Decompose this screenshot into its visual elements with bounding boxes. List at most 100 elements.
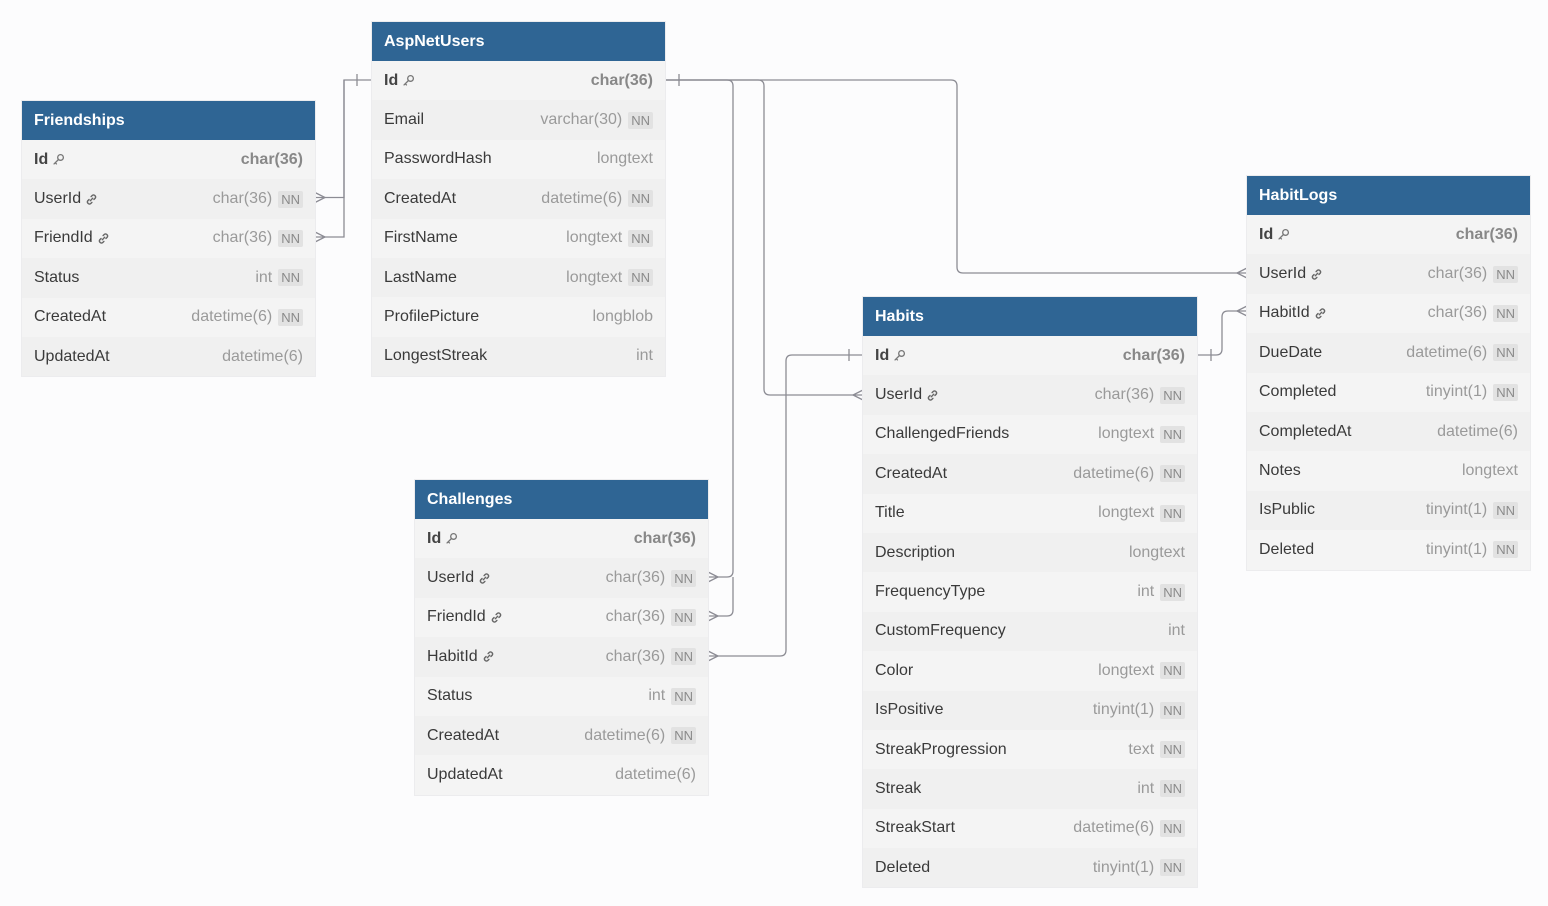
many-marker [707, 571, 720, 583]
field-name: DueDate [1259, 343, 1323, 361]
not-null-badge: NN [628, 269, 653, 287]
field-type-cell: char(36)NN [606, 569, 696, 587]
field-type-cell: char(36)NN [606, 648, 696, 666]
table-title[interactable]: HabitLogs [1247, 176, 1530, 215]
field-name-cell: HabitId [1259, 304, 1327, 322]
field-type: tinyint(1) [1092, 701, 1155, 719]
field-name: HabitId [427, 647, 478, 665]
field-row[interactable]: PasswordHash longtext [372, 140, 665, 179]
field-row[interactable]: UserId char(36)NN [22, 179, 315, 219]
field-name: CustomFrequency [875, 622, 1006, 640]
field-type: char(36) [1122, 346, 1185, 364]
field-name: CompletedAt [1259, 422, 1352, 440]
many-marker [1235, 305, 1248, 317]
field-name: HabitId [1259, 304, 1310, 322]
field-name: Deleted [875, 858, 931, 876]
field-type-cell: datetime(6) [615, 766, 696, 784]
field-row[interactable]: HabitId char(36)NN [415, 637, 708, 677]
field-row[interactable]: CustomFrequency int [863, 611, 1197, 652]
relation-habits-userid [665, 79, 863, 396]
link-icon [1314, 307, 1327, 320]
not-null-badge: NN [1160, 425, 1185, 443]
field-name-cell: Deleted [1259, 541, 1314, 559]
field-type: char(36) [212, 190, 273, 208]
field-name: Streak [875, 779, 922, 797]
table-title[interactable]: Challenges [415, 480, 708, 519]
field-row[interactable]: StreakStart datetime(6)NN [863, 809, 1197, 848]
field-name-cell: FrequencyType [875, 583, 985, 601]
field-row[interactable]: CompletedAt datetime(6) [1247, 411, 1530, 452]
table-title[interactable]: Friendships [22, 101, 315, 140]
table-title[interactable]: Habits [863, 297, 1197, 336]
field-type: longtext [596, 150, 653, 168]
field-type-cell: int [1168, 622, 1185, 640]
not-null-badge: NN [1493, 265, 1518, 283]
not-null-badge: NN [1160, 465, 1185, 483]
field-type-cell: datetime(6) [222, 348, 303, 366]
table-title[interactable]: AspNetUsers [372, 22, 665, 61]
field-type-cell: datetime(6) [1437, 423, 1518, 441]
field-name-cell: UserId [34, 190, 98, 208]
field-name-cell: Id [427, 530, 458, 548]
field-type-cell: datetime(6)NN [1073, 819, 1185, 837]
field-name: Title [875, 504, 905, 522]
field-name-cell: Streak [875, 780, 921, 798]
field-type: char(36) [1427, 265, 1488, 283]
field-type-cell: char(36)NN [213, 190, 303, 208]
field-name: Notes [1259, 462, 1301, 480]
not-null-badge: NN [278, 229, 303, 247]
field-name: StreakStart [875, 819, 956, 837]
relation-friendships-friendid [315, 80, 345, 238]
field-type: char(36) [605, 569, 666, 587]
field-type-cell: char(36)NN [213, 229, 303, 247]
field-name-cell: PasswordHash [384, 150, 492, 168]
field-type-cell: char(36)NN [1095, 386, 1185, 404]
